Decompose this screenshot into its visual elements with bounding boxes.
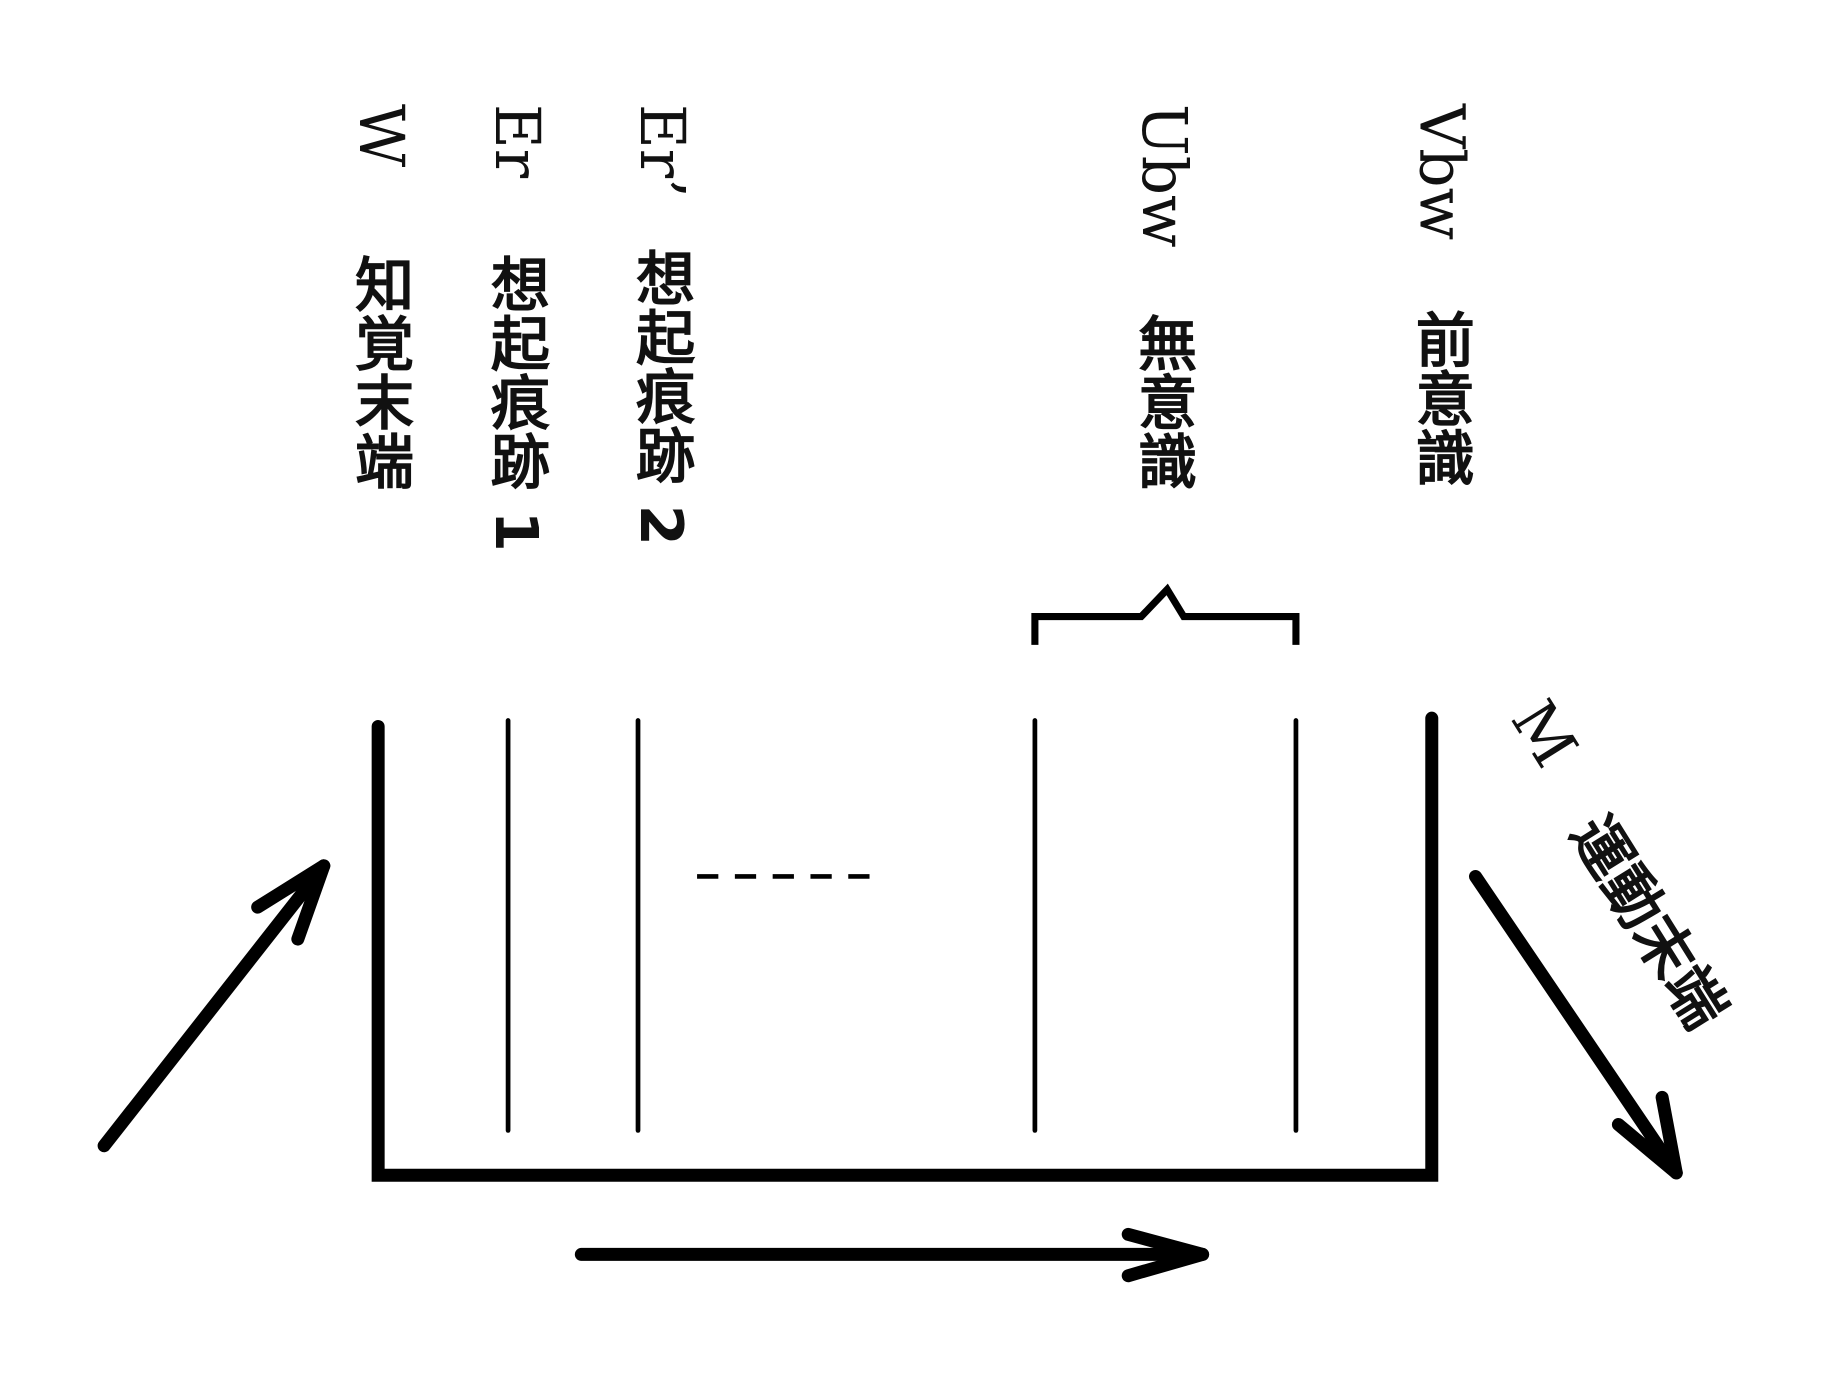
label-w-name: 知覚末端 [346, 254, 415, 490]
label-er1-abbr: Er [481, 104, 552, 179]
label-m-name: 運動末端 [1557, 804, 1741, 1041]
apparatus-frame [371, 711, 1439, 1182]
label-er2-name: 想起痕跡 2 [627, 248, 696, 546]
label-er2: Er’ 想起痕跡 2 [626, 104, 697, 546]
label-w-abbr: W [345, 104, 416, 167]
label-m-abbr: M [1497, 688, 1591, 779]
input-arrow [97, 859, 331, 1153]
label-m: M 運動末端 [1497, 688, 1741, 1040]
label-ubw-name: 無意識 [1129, 313, 1198, 490]
flow-direction-arrow [574, 1227, 1210, 1283]
label-vbw-name: 前意識 [1407, 309, 1476, 486]
label-w: W 知覚末端 [345, 104, 416, 490]
system-lines [505, 718, 1299, 1133]
label-vbw-abbr: Vbw [1406, 103, 1477, 240]
label-er1-name: 想起痕跡 1 [482, 254, 551, 552]
output-arrow [1468, 869, 1683, 1180]
label-er1: Er 想起痕跡 1 [481, 104, 552, 552]
label-ubw: Ubw 無意識 [1128, 104, 1199, 490]
brace [1031, 583, 1300, 645]
label-ubw-abbr: Ubw [1128, 104, 1199, 248]
label-er2-abbr: Er’ [626, 104, 697, 198]
label-vbw: Vbw 前意識 [1406, 103, 1477, 487]
